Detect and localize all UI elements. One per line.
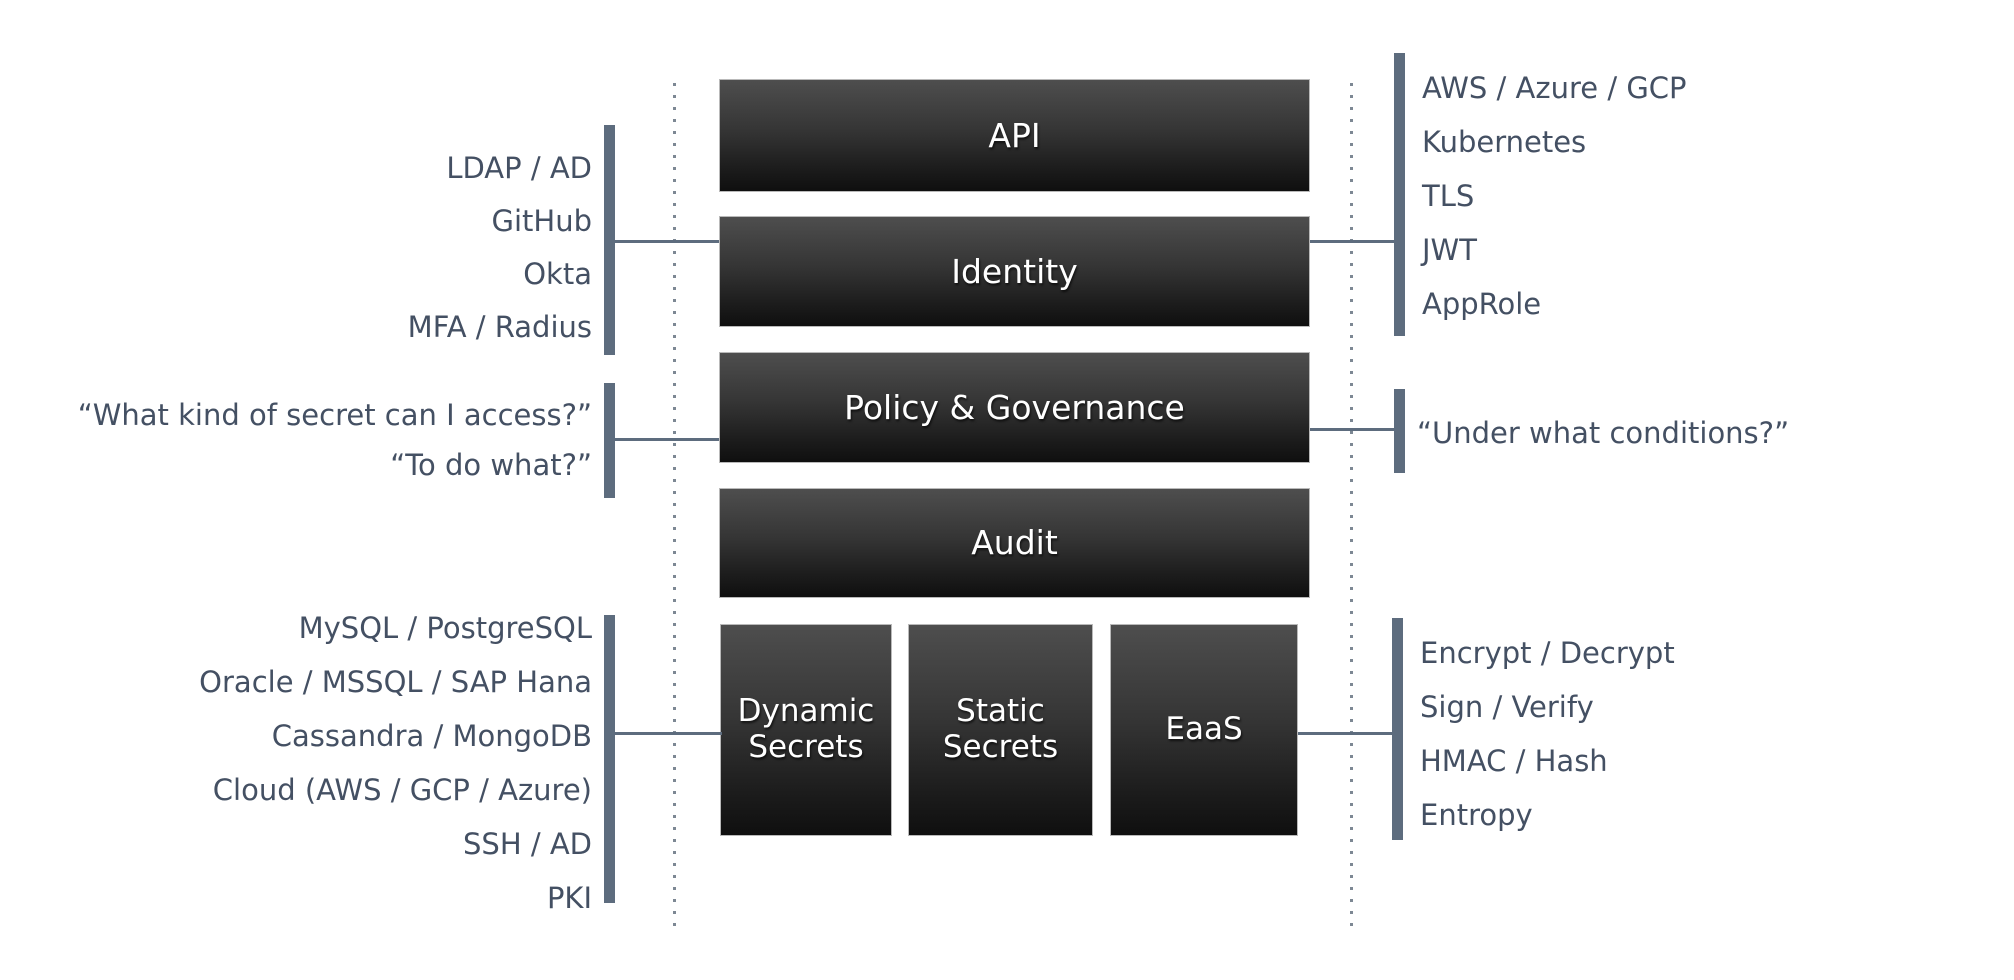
list-item: Kubernetes: [1422, 125, 1587, 159]
list-item: Sign / Verify: [1420, 690, 1594, 724]
left-identity-sources-list: LDAP / AD GitHub Okta MFA / Radius: [408, 142, 592, 354]
list-item: “To do what?”: [390, 448, 592, 482]
box-policy-governance-label: Policy & Governance: [844, 387, 1185, 427]
connector-identity-right: [1310, 240, 1400, 243]
box-policy-governance: Policy & Governance: [719, 352, 1310, 463]
connector-policy-left: [609, 438, 719, 441]
left-secret-engines-list: MySQL / PostgreSQL Oracle / MSSQL / SAP …: [199, 601, 592, 925]
dotted-guide-left: [673, 83, 676, 927]
list-item: Cassandra / MongoDB: [271, 719, 592, 753]
left-policy-questions-list: “What kind of secret can I access?” “To …: [78, 390, 592, 490]
list-item: Cloud (AWS / GCP / Azure): [212, 773, 592, 807]
box-dynamic-secrets: Dynamic Secrets: [720, 624, 892, 836]
list-item: AppRole: [1422, 287, 1542, 321]
right-policy-question: “Under what conditions?”: [1417, 407, 1789, 459]
list-item: Entropy: [1420, 798, 1533, 832]
list-item: JWT: [1422, 233, 1477, 267]
box-identity-label: Identity: [951, 251, 1078, 291]
bracket-right-identity-sources: [1394, 53, 1405, 336]
dotted-guide-right: [1350, 83, 1353, 927]
connector-policy-right: [1310, 428, 1400, 431]
bracket-right-crypto-operations: [1392, 618, 1403, 840]
list-item: Encrypt / Decrypt: [1420, 636, 1675, 670]
connector-eaas-right: [1298, 732, 1396, 735]
bracket-right-policy-question: [1394, 389, 1405, 473]
box-eaas-label: EaaS: [1165, 711, 1243, 748]
list-item: PKI: [546, 881, 592, 915]
box-identity: Identity: [719, 216, 1310, 327]
connector-identity-left: [609, 240, 719, 243]
right-crypto-operations-list: Encrypt / Decrypt Sign / Verify HMAC / H…: [1420, 626, 1675, 842]
right-identity-sources-list: AWS / Azure / GCP Kubernetes TLS JWT App…: [1422, 61, 1687, 331]
box-static-secrets-label: Static Secrets: [942, 693, 1059, 765]
box-audit: Audit: [719, 488, 1310, 598]
box-dynamic-secrets-label: Dynamic Secrets: [737, 693, 875, 765]
box-static-secrets: Static Secrets: [908, 624, 1093, 836]
list-item: Oracle / MSSQL / SAP Hana: [199, 665, 592, 699]
connector-secrets-left: [609, 732, 722, 735]
list-item: GitHub: [491, 204, 593, 238]
box-eaas: EaaS: [1110, 624, 1298, 836]
list-item: HMAC / Hash: [1420, 744, 1608, 778]
list-item: LDAP / AD: [446, 151, 592, 185]
bracket-left-secret-engines: [604, 615, 615, 903]
list-item: MFA / Radius: [407, 310, 592, 344]
list-item: “Under what conditions?”: [1417, 416, 1790, 450]
list-item: “What kind of secret can I access?”: [77, 398, 592, 432]
box-audit-label: Audit: [971, 523, 1058, 563]
box-api-label: API: [988, 115, 1041, 155]
list-item: AWS / Azure / GCP: [1422, 71, 1687, 105]
box-api: API: [719, 79, 1310, 192]
list-item: Okta: [523, 257, 592, 291]
list-item: MySQL / PostgreSQL: [298, 611, 592, 645]
list-item: TLS: [1422, 179, 1475, 213]
list-item: SSH / AD: [463, 827, 592, 861]
